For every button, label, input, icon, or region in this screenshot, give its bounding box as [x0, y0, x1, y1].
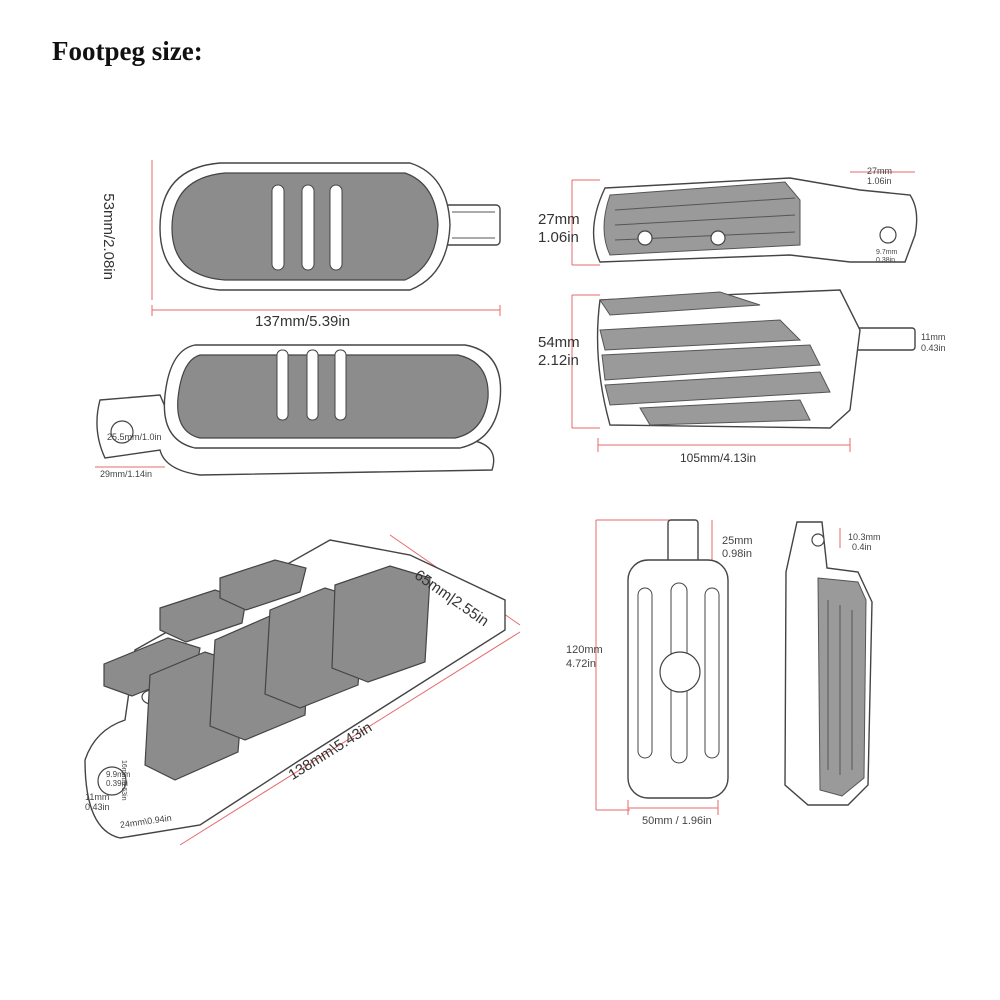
- angle-inner-label: 25.5mm/1.0in: [107, 432, 162, 442]
- front-height-in: 2.12in: [538, 352, 579, 369]
- side-height-in: 1.06in: [538, 229, 579, 246]
- front-tab-in: 0.43in: [921, 343, 946, 353]
- iso-slot-mm: 11mm: [85, 792, 110, 802]
- front-length-label: 105mm/4.13in: [680, 451, 757, 465]
- angled-view-drawing: [95, 344, 502, 476]
- side-clevis-in: 1.06in: [867, 176, 892, 186]
- end-height-in: 4.72in: [566, 658, 596, 670]
- end-hole-in: 0.4in: [852, 542, 872, 552]
- end-tab-in: 0.98in: [722, 548, 752, 560]
- iso-view-drawing: [84, 534, 521, 846]
- end-tab-mm: 25mm: [722, 535, 753, 547]
- top-length-label: 137mm/5.39in: [255, 313, 351, 330]
- end-height-mm: 120mm: [566, 644, 603, 656]
- page-title: Footpeg size:: [52, 36, 203, 66]
- end-hole-mm: 10.3mm: [848, 532, 881, 542]
- iso-hole-in: 0.39in: [106, 779, 128, 788]
- top-view-drawing: [151, 160, 501, 316]
- angle-mount-label: 29mm/1.14in: [100, 469, 153, 479]
- front-tab-mm: 11mm: [921, 332, 946, 342]
- end-width-label: 50mm / 1.96in: [642, 815, 712, 827]
- front-height-mm: 54mm: [538, 334, 580, 351]
- side-clevis-mm: 27mm: [867, 166, 893, 176]
- front-view-drawing: [571, 289, 916, 452]
- end-view-drawing: [595, 519, 873, 815]
- side-height-mm: 27mm: [538, 211, 580, 228]
- side-hole-mm: 9.7mm: [876, 249, 898, 256]
- side-view-drawing: [571, 171, 918, 266]
- top-height-label: 53mm/2.08in: [99, 193, 117, 280]
- iso-hole-mm: 9.9mm: [106, 770, 131, 779]
- side-hole-in: 0.38in: [876, 257, 896, 264]
- iso-slot-in: 0.43in: [85, 802, 110, 812]
- iso-small-label: 16mm/0.63in: [120, 760, 127, 801]
